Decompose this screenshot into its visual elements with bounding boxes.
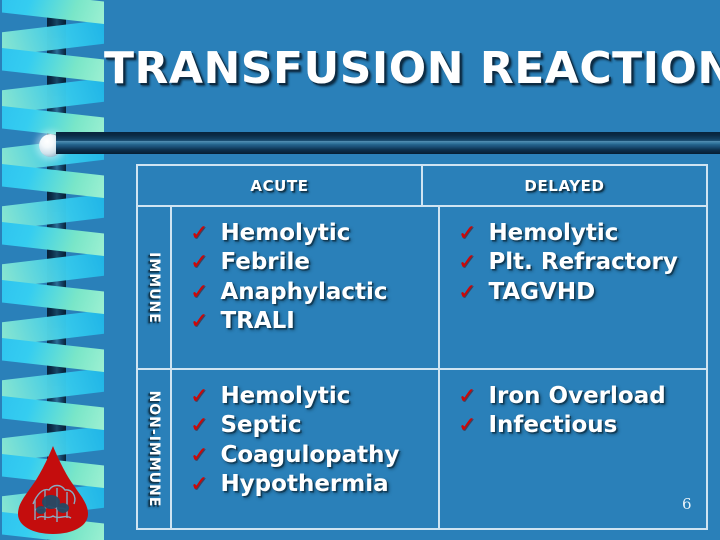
row-label-immune-text: IMMUNE xyxy=(146,251,162,324)
helix-decoration xyxy=(0,0,112,540)
checkmark-icon: ✓ xyxy=(190,442,209,468)
helix-segment-front xyxy=(2,396,104,430)
list-item-label: Hemolytic xyxy=(488,220,619,246)
list-item-label: Febrile xyxy=(220,249,310,276)
checkmark-icon: ✓ xyxy=(458,279,477,305)
list-item-label: TRALI xyxy=(220,308,295,335)
page-number: 6 xyxy=(682,495,692,513)
list-item: ✓ Hemolytic xyxy=(190,219,438,248)
helix-segment-front xyxy=(2,222,104,256)
blood-drop-icon xyxy=(16,446,90,534)
list-item-label: TAGVHD xyxy=(488,278,596,305)
row-label-nonimmune-text: NON-IMMUNE xyxy=(146,390,162,508)
checkmark-icon: ✓ xyxy=(190,221,209,246)
helix-segment xyxy=(2,222,104,288)
cell-nonimmune-delayed: ✓ Iron Overload ✓ Infectious xyxy=(440,370,706,528)
list-item-label: Septic xyxy=(220,412,302,439)
checkmark-icon: ✓ xyxy=(190,384,209,409)
checkmark-icon: ✓ xyxy=(190,250,209,276)
list-item: ✓ TRALI xyxy=(190,307,438,336)
checkmark-icon: ✓ xyxy=(190,309,209,335)
row-label-immune: IMMUNE xyxy=(138,207,172,368)
list-item-label: Hypothermia xyxy=(220,471,389,498)
reactions-table: ACUTE DELAYED IMMUNE ✓Hemolytic✓Febrile✓… xyxy=(136,164,708,530)
helix-segment xyxy=(2,338,104,404)
helix-segment xyxy=(2,48,104,114)
list-item-label: Hemolytic xyxy=(220,220,351,246)
list-item-label: Plt. Refractory xyxy=(488,249,678,276)
helix-segment-front xyxy=(2,164,104,198)
helix-segment xyxy=(2,396,104,462)
checkmark-icon: ✓ xyxy=(458,384,477,409)
list-item: ✓ Coagulopathy xyxy=(190,441,438,470)
list-item: ✓ Septic xyxy=(190,411,438,440)
list-item: ✓ Infectious xyxy=(458,411,706,440)
list-item-label: Coagulopathy xyxy=(220,441,400,468)
cell-nonimmune-acute: ✓ Hemolytic ✓ Septic ✓ Coagulopathy ✓ Hypotherm… xyxy=(172,370,440,528)
list-item-label: Anaphylactic xyxy=(220,278,388,305)
checkmark-icon: ✓ xyxy=(190,472,209,498)
list-item: ✓ Anaphylactic xyxy=(190,278,438,307)
helix-segment xyxy=(2,164,104,230)
helix-segment-front xyxy=(2,48,104,82)
list-item: ✓ TAGVHD xyxy=(458,278,706,307)
table-row-nonimmune: NON-IMMUNE ✓ Hemolytic ✓ Septic ✓ Coagulopath… xyxy=(138,370,706,528)
checkmark-icon: ✓ xyxy=(190,413,209,439)
list-item-label: Infectious xyxy=(488,412,618,439)
cell-immune-acute: ✓ Hemolytic ✓ Febrile ✓ Anaphylactic ✓ TRALI xyxy=(172,207,440,368)
helix-segment-front xyxy=(2,280,104,314)
helix-segment-front xyxy=(2,338,104,372)
column-header-delayed: DELAYED xyxy=(524,176,605,195)
list-item: ✓ Hemolytic xyxy=(458,219,706,248)
table-header-row: ACUTE DELAYED xyxy=(138,166,706,207)
checkmark-icon: ✓ xyxy=(458,413,477,439)
blood-drop-artwork xyxy=(32,484,76,522)
list-item: ✓ Febrile xyxy=(190,248,438,277)
title-divider-bar xyxy=(56,132,720,154)
list-item: ✓ Hemolytic xyxy=(190,382,438,411)
list-item-label: Hemolytic xyxy=(220,383,351,409)
checkmark-icon: ✓ xyxy=(458,221,477,246)
list-item: ✓ Plt. Refractory xyxy=(458,248,706,277)
list-item: ✓ Hypothermia xyxy=(190,470,438,499)
column-header-acute: ACUTE xyxy=(138,166,423,205)
row-label-nonimmune: NON-IMMUNE xyxy=(138,370,172,528)
slide-title: TRANSFUSION REACTIONS xyxy=(104,43,720,94)
table-row-immune: IMMUNE ✓ Hemolytic ✓ Febrile ✓ Anaphylactic ✓ T… xyxy=(138,207,706,370)
list-item: ✓ Iron Overload xyxy=(458,382,706,411)
helix-segment xyxy=(2,280,104,346)
list-item-label: Iron Overload xyxy=(488,383,666,409)
cell-immune-delayed: ✓ Hemolytic ✓ Plt. Refractory ✓ TAGVHD xyxy=(440,207,706,368)
checkmark-icon: ✓ xyxy=(190,279,209,305)
helix-segment-front xyxy=(2,0,104,24)
checkmark-icon: ✓ xyxy=(458,250,477,276)
